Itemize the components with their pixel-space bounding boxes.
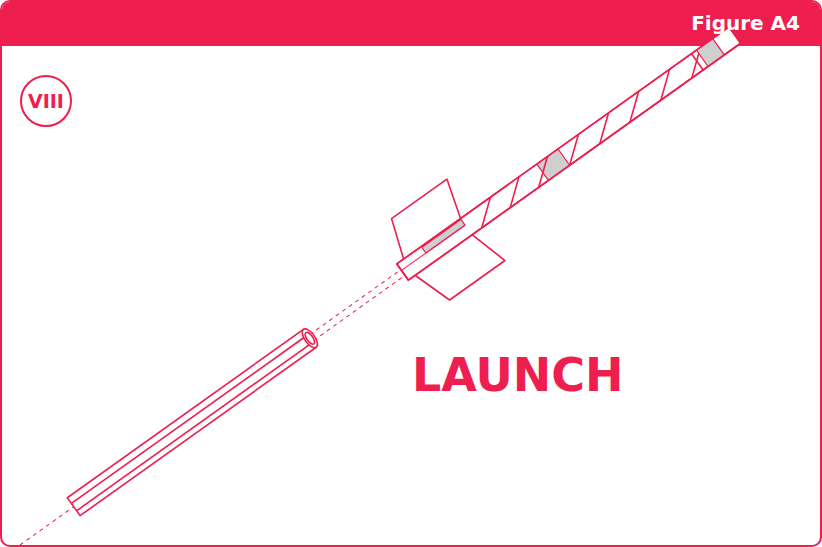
figure-title: Figure A4	[691, 11, 800, 35]
step-circle: VIII	[20, 75, 72, 127]
step-label: LAUNCH	[412, 348, 624, 402]
header-bar: Figure A4	[2, 2, 820, 46]
step-number: VIII	[28, 90, 64, 112]
